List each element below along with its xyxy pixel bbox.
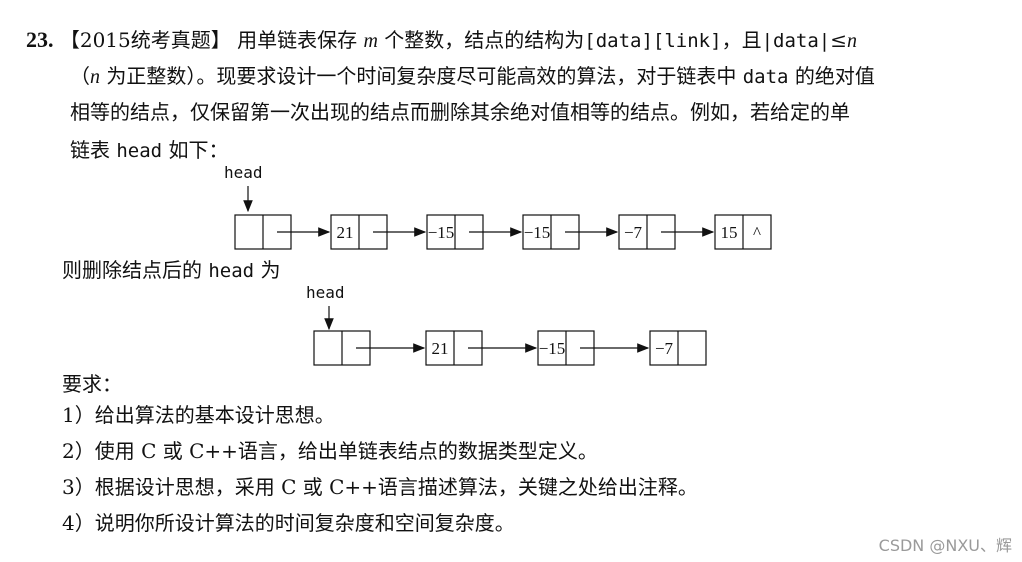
diagram1-node-value: 21 xyxy=(337,223,354,242)
question-line-4: 链表 head 如下： xyxy=(70,136,228,165)
text-segment: 链表 xyxy=(70,138,117,162)
diagram1-null-symbol: ^ xyxy=(753,223,761,242)
diagram1-node-value: −15 xyxy=(524,223,551,242)
diagram1-head-label: head xyxy=(224,163,263,182)
code-data: data xyxy=(742,66,789,88)
text-segment: 则删除结点后的 xyxy=(62,258,209,282)
diagram2-node-value: −15 xyxy=(539,339,566,358)
requirement-item: 4）说明你所设计算法的时间复杂度和空间复杂度。 xyxy=(62,511,515,535)
diagram1-node-value: −7 xyxy=(624,223,643,242)
result-line: 则删除结点后的 head 为 xyxy=(62,256,280,285)
source-tag: 【2015统考真题】 xyxy=(59,28,231,52)
text-segment: ，且 xyxy=(721,28,762,52)
code-head: head xyxy=(116,140,163,162)
requirement-item: 1）给出算法的基本设计思想。 xyxy=(62,403,335,427)
watermark: CSDN @NXU、辉 xyxy=(878,536,1012,555)
diagram2-head-label: head xyxy=(306,283,345,302)
requirement-item: 2）使用 C 或 C++语言，给出单链表结点的数据类型定义。 xyxy=(62,439,598,463)
diagram1-node-value: −15 xyxy=(428,223,455,242)
diagram1-nodes: 21 −15 −15 −7 15 ^ xyxy=(234,214,772,250)
requirement-item: 3）根据设计思想，采用 C 或 C++语言描述算法，关键之处给出注释。 xyxy=(62,475,698,499)
diagram2-node-value: −7 xyxy=(655,339,674,358)
text-segment: 的绝对值 xyxy=(788,64,875,88)
text-segment: 如下： xyxy=(162,138,229,162)
requirements-title: 要求： xyxy=(62,372,122,396)
question-number: 23. xyxy=(26,27,54,52)
question-line-1: 23. 【2015统考真题】 用单链表保存 m 个整数，结点的结构为[data]… xyxy=(26,26,857,55)
text-segment: 用单链表保存 xyxy=(237,28,364,52)
text-segment: （ xyxy=(70,64,90,88)
var-m: m xyxy=(363,30,378,52)
diagram2-node-value: 21 xyxy=(432,339,449,358)
question-line-2: （n 为正整数）。现要求设计一个时间复杂度尽可能高效的算法，对于链表中 data… xyxy=(70,62,875,91)
var-n: n xyxy=(90,66,100,88)
question-line-3: 相等的结点，仅保留第一次出现的结点而删除其余绝对值相等的结点。例如，若给定的单 xyxy=(70,100,850,124)
text-segment: 为正整数）。现要求设计一个时间复杂度尽可能高效的算法，对于链表中 xyxy=(100,64,743,88)
code-node-struct: [data][link] xyxy=(584,30,722,52)
diagram2-nodes: 21 −15 −7 xyxy=(313,330,707,366)
text-segment: ≤ xyxy=(830,28,847,52)
var-n: n xyxy=(846,30,857,52)
text-segment: 为 xyxy=(254,258,281,282)
code-abs-data: |data| xyxy=(761,30,831,52)
code-head: head xyxy=(208,260,255,282)
diagram1-node-value: 15 xyxy=(721,223,738,242)
text-segment: 个整数，结点的结构为 xyxy=(377,28,585,52)
